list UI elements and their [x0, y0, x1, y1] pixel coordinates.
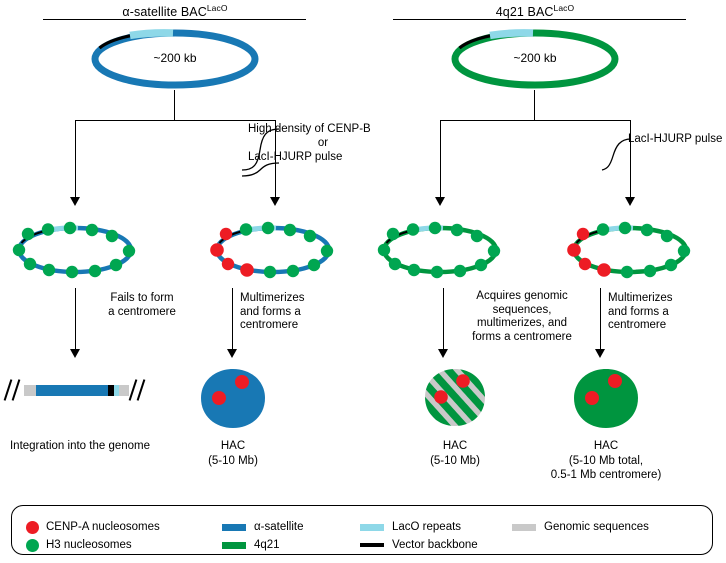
- outcome-label-2: Multimerizes and forms a centromere: [240, 292, 305, 332]
- legend-swatch-4q21: [222, 542, 246, 549]
- hac-4q21-solid: [574, 369, 638, 428]
- arrow-outcome-4: [594, 349, 605, 358]
- arrow-left-branch-b: [269, 197, 280, 206]
- legend-swatch-laco-repeats: [360, 524, 384, 531]
- result-label-3: HAC: [442, 440, 468, 452]
- legend-label-h3-nucleosomes: H3 nucleosomes: [46, 539, 132, 551]
- connector-left-branch-b: [275, 120, 276, 198]
- nucleosome-ring-alpha-no-cenpa: [12, 221, 136, 279]
- chromosome-break-right-2: [136, 379, 146, 401]
- chromosome-break-left-1: [3, 379, 13, 401]
- legend-swatch-vector-backbone: [360, 543, 384, 547]
- hac-4q21-striped: [425, 369, 485, 426]
- branch-label-left-line3: LacI-HJURP pulse: [248, 151, 343, 163]
- arrow-left-branch-a: [69, 197, 80, 206]
- leader-lines-left: [241, 128, 280, 177]
- plasmid-4q21-size: ~200 kb: [513, 51, 557, 65]
- result-sublabel-2: (5-10 Mb): [208, 455, 258, 467]
- branch-label-right: LacI-HJURP pulse: [628, 133, 723, 145]
- result-sublabel-4: (5-10 Mb total, 0.5-1 Mb centromere): [550, 455, 662, 481]
- arrow-outcome-2: [226, 349, 237, 358]
- connector-right-crossbar: [440, 120, 630, 121]
- connector-outcome-3: [443, 288, 444, 350]
- chrom-seg-laco: [114, 385, 119, 396]
- nucleosome-ring-alpha-with-cenpa: [210, 221, 334, 279]
- legend-label-cenpa-nucleosomes: CENP-A nucleosomes: [46, 521, 160, 533]
- connector-left-crossbar: [75, 120, 275, 121]
- result-label-2: HAC: [220, 440, 246, 452]
- connector-right-branch-a: [440, 120, 441, 198]
- hac-alpha-satellite: [201, 369, 265, 428]
- chromosome-break-left-2: [11, 379, 21, 401]
- legend-swatch-genomic-sequences: [512, 524, 536, 531]
- chromosome-break-right-1: [128, 379, 138, 401]
- connector-outcome-4: [600, 288, 601, 350]
- connector-outcome-2: [232, 288, 233, 350]
- chromosome-integration-bar: [24, 385, 129, 396]
- arrow-right-branch-b: [624, 197, 635, 206]
- legend-swatch-alpha-satellite: [222, 524, 246, 531]
- connector-left-branch-a: [75, 120, 76, 198]
- column-header-4q21: 4q21 BACLacO: [400, 3, 670, 19]
- legend-label-genomic-sequences: Genomic sequences: [544, 521, 649, 533]
- column-header-alpha-satellite: α-satellite BACLacO: [40, 3, 310, 19]
- legend-label-vector-backbone: Vector backbone: [392, 539, 478, 551]
- legend-label-alpha-satellite: α-satellite: [254, 521, 304, 533]
- plasmid-alpha-satellite-size: ~200 kb: [153, 51, 197, 65]
- result-sublabel-3: (5-10 Mb): [430, 455, 480, 467]
- column-header-4q21-text: 4q21 BAC: [495, 5, 554, 20]
- arrow-outcome-3: [437, 349, 448, 358]
- arrow-outcome-1: [69, 349, 80, 358]
- column-header-alpha-satellite-sup: LacO: [206, 3, 228, 13]
- plasmid-alpha-satellite: [91, 29, 259, 89]
- branch-label-left-line2: or: [317, 137, 329, 149]
- legend-swatch-h3-nucleosomes: [26, 539, 39, 552]
- nucleosome-ring-4q21-no-cenpa: [377, 221, 501, 279]
- plasmid-4q21: [451, 29, 619, 89]
- chrom-seg-vector: [108, 385, 114, 396]
- legend-label-laco-repeats: LacO repeats: [392, 521, 462, 533]
- legend-label-4q21: 4q21: [254, 539, 280, 551]
- outcome-label-4: Multimerizes and forms a centromere: [608, 292, 673, 332]
- chrom-seg-genomic-left: [24, 385, 36, 396]
- column-header-alpha-satellite-text: α-satellite BAC: [122, 5, 207, 20]
- column-header-4q21-sup: LacO: [553, 3, 575, 13]
- connector-outcome-1: [75, 288, 76, 350]
- result-label-1: Integration into the genome: [9, 440, 151, 452]
- chrom-seg-alpha-satellite: [36, 385, 108, 396]
- connector-left-stem: [174, 90, 175, 120]
- connector-right-stem: [534, 90, 535, 120]
- outcome-label-1: Fails to form a centromere: [108, 292, 176, 318]
- connector-right-branch-b: [630, 120, 631, 198]
- outcome-label-3: Acquires genomic sequences, multimerizes…: [472, 290, 572, 343]
- chrom-seg-genomic-right: [119, 385, 129, 396]
- arrow-right-branch-a: [434, 197, 445, 206]
- leader-line-right: [601, 138, 632, 171]
- header-rule-right: [393, 19, 686, 20]
- branch-label-left-line1: High density of CENP-B: [248, 123, 371, 135]
- legend-swatch-cenpa-nucleosomes: [26, 521, 39, 534]
- nucleosome-ring-4q21-with-cenpa: [567, 221, 691, 279]
- header-rule-left: [43, 19, 306, 20]
- result-label-4: HAC: [593, 440, 619, 452]
